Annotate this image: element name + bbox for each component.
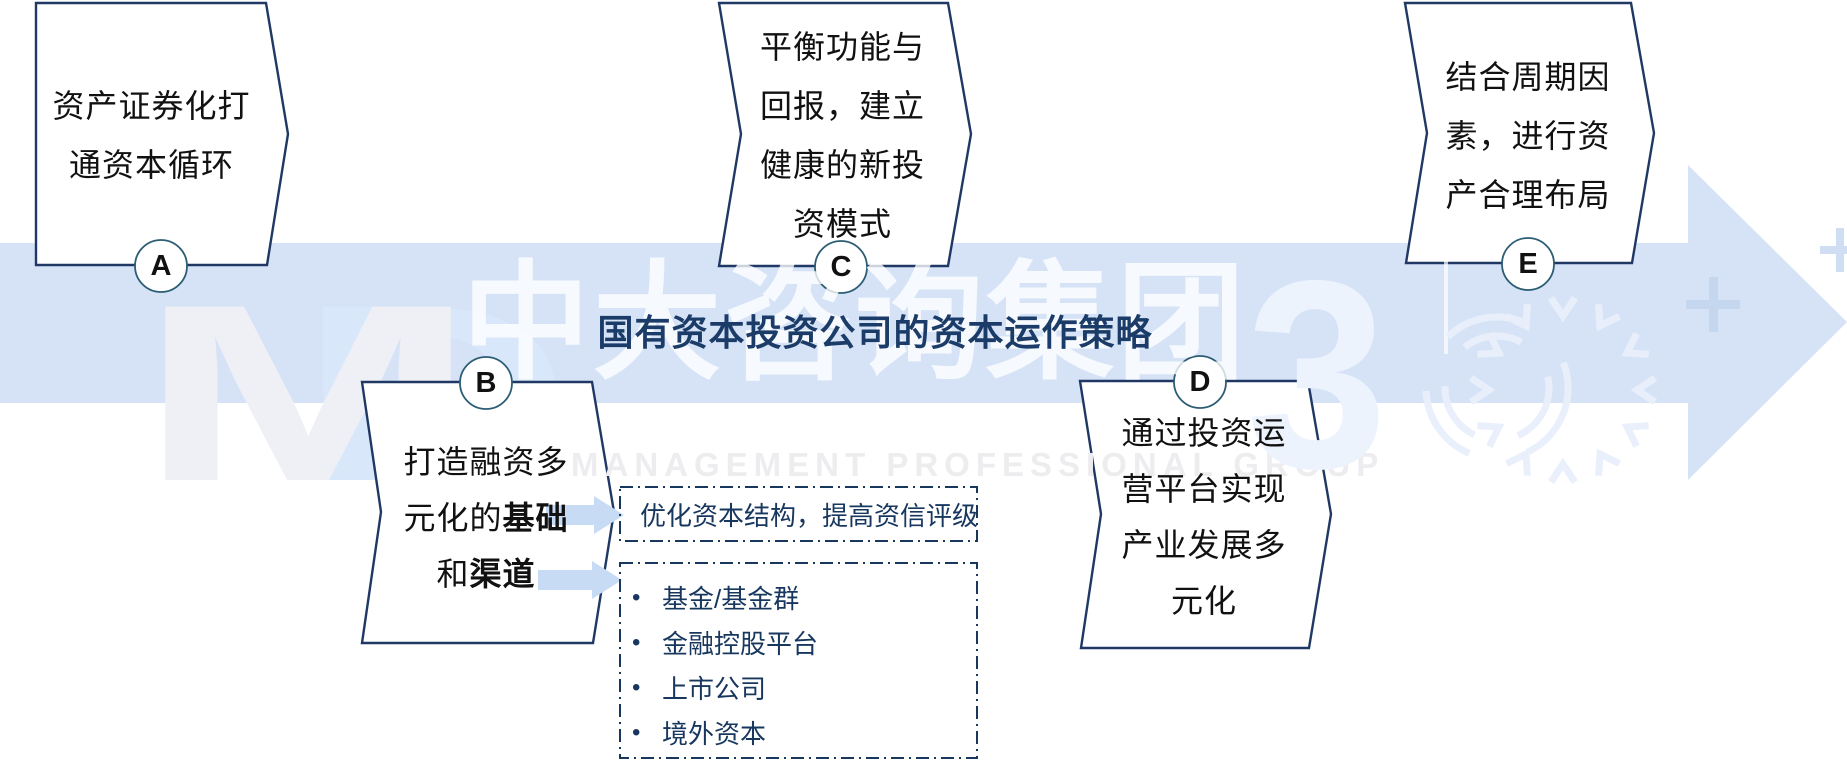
connector-arrow-1-icon <box>546 496 624 534</box>
plus-icon <box>1686 277 1740 332</box>
callout-box-1-text: 优化资本结构，提高资信评级 <box>640 500 979 531</box>
pennant-e-line: 产合理布局 <box>1445 177 1611 213</box>
process-arrow-head <box>1688 165 1847 480</box>
list-item: • 金融控股平台 <box>632 620 818 665</box>
pennant-a <box>34 1 290 267</box>
badge-circle-e <box>1501 237 1555 291</box>
bullet-icon: • <box>632 718 641 746</box>
badge-c: C <box>830 250 852 283</box>
pennant-c-line: 平衡功能与 <box>759 29 925 65</box>
pennant-e <box>1403 1 1656 265</box>
pennant-e-text: 结合周期因 素，进行资 产合理布局 <box>1410 48 1646 225</box>
pennant-b-line: 打造融资多 <box>403 444 569 480</box>
list-item: • 境外资本 <box>632 710 818 755</box>
badge-circle-d <box>1173 355 1227 409</box>
bullet-icon: • <box>632 628 641 656</box>
pennant-e-line: 结合周期因 <box>1445 59 1611 95</box>
pennant-b-line: 元化的基础 <box>366 490 606 546</box>
list-item-text: 境外资本 <box>662 719 767 749</box>
callout-box-1 <box>619 486 978 542</box>
bullet-icon: • <box>632 583 641 611</box>
pennant-d <box>1078 379 1333 650</box>
pennant-b-text-normal: 元化的 <box>403 500 503 536</box>
pennant-c <box>717 1 973 268</box>
badge-circle-b <box>459 356 513 410</box>
callout-box-2-list: • 基金/基金群 • 金融控股平台 • 上市公司 • 境外资本 <box>632 575 818 755</box>
badge-circle-c <box>814 240 868 294</box>
badge-b: B <box>475 366 497 399</box>
pennant-b-line: 和渠道 <box>366 546 606 602</box>
callout-box-2 <box>619 562 978 759</box>
pennant-c-line: 资模式 <box>792 206 892 242</box>
pennant-a-line: 资产证券化打 <box>52 88 251 124</box>
watermark-en-text: MANAGEMENT PROFESSIONAL GROUP <box>571 446 1385 483</box>
pennant-a-text: 资产证券化打 通资本循环 <box>36 77 267 195</box>
list-item: • 上市公司 <box>632 665 818 710</box>
pennant-c-line: 健康的新投 <box>759 147 925 183</box>
badge-e: E <box>1518 247 1538 280</box>
pennant-d-line: 产业发展多 <box>1121 527 1287 563</box>
list-item-text: 上市公司 <box>662 674 767 704</box>
diagram-title: 国有资本投资公司的资本运作策略 <box>597 312 1153 353</box>
list-item: • 基金/基金群 <box>632 575 818 620</box>
list-item-text: 金融控股平台 <box>662 629 819 659</box>
pennant-b-text-bold: 渠道 <box>469 556 536 592</box>
plus-small-icon <box>1820 228 1847 272</box>
badge-a: A <box>150 249 172 282</box>
pennant-c-text: 平衡功能与 回报，建立 健康的新投 资模式 <box>725 18 960 254</box>
badge-circle-a <box>134 239 188 293</box>
pennant-a-line: 通资本循环 <box>68 147 234 183</box>
pennant-b-text-bold: 基础 <box>502 500 569 536</box>
list-item-text: 基金/基金群 <box>662 584 800 614</box>
watermark-cn-text: 中大咨询集团 <box>462 252 1249 395</box>
watermark-logo-numeral: 3 <box>1246 224 1388 524</box>
bullet-icon: • <box>632 673 641 701</box>
pennant-e-line: 素，进行资 <box>1445 118 1611 154</box>
pennant-d-text: 通过投资运 营平台实现 产业发展多 元化 <box>1085 405 1323 629</box>
pennant-b-text-normal: 和 <box>436 556 470 592</box>
connector-arrow-2-icon <box>538 561 622 599</box>
watermark-divider <box>1444 256 1448 354</box>
pennant-b-text: 打造融资多 元化的基础 和渠道 <box>366 434 606 602</box>
pennant-d-line: 营平台实现 <box>1121 471 1287 507</box>
pennant-d-line: 元化 <box>1170 583 1237 619</box>
pennant-c-line: 回报，建立 <box>759 88 925 124</box>
badge-d: D <box>1189 365 1211 398</box>
pennant-d-line: 通过投资运 <box>1121 415 1287 451</box>
